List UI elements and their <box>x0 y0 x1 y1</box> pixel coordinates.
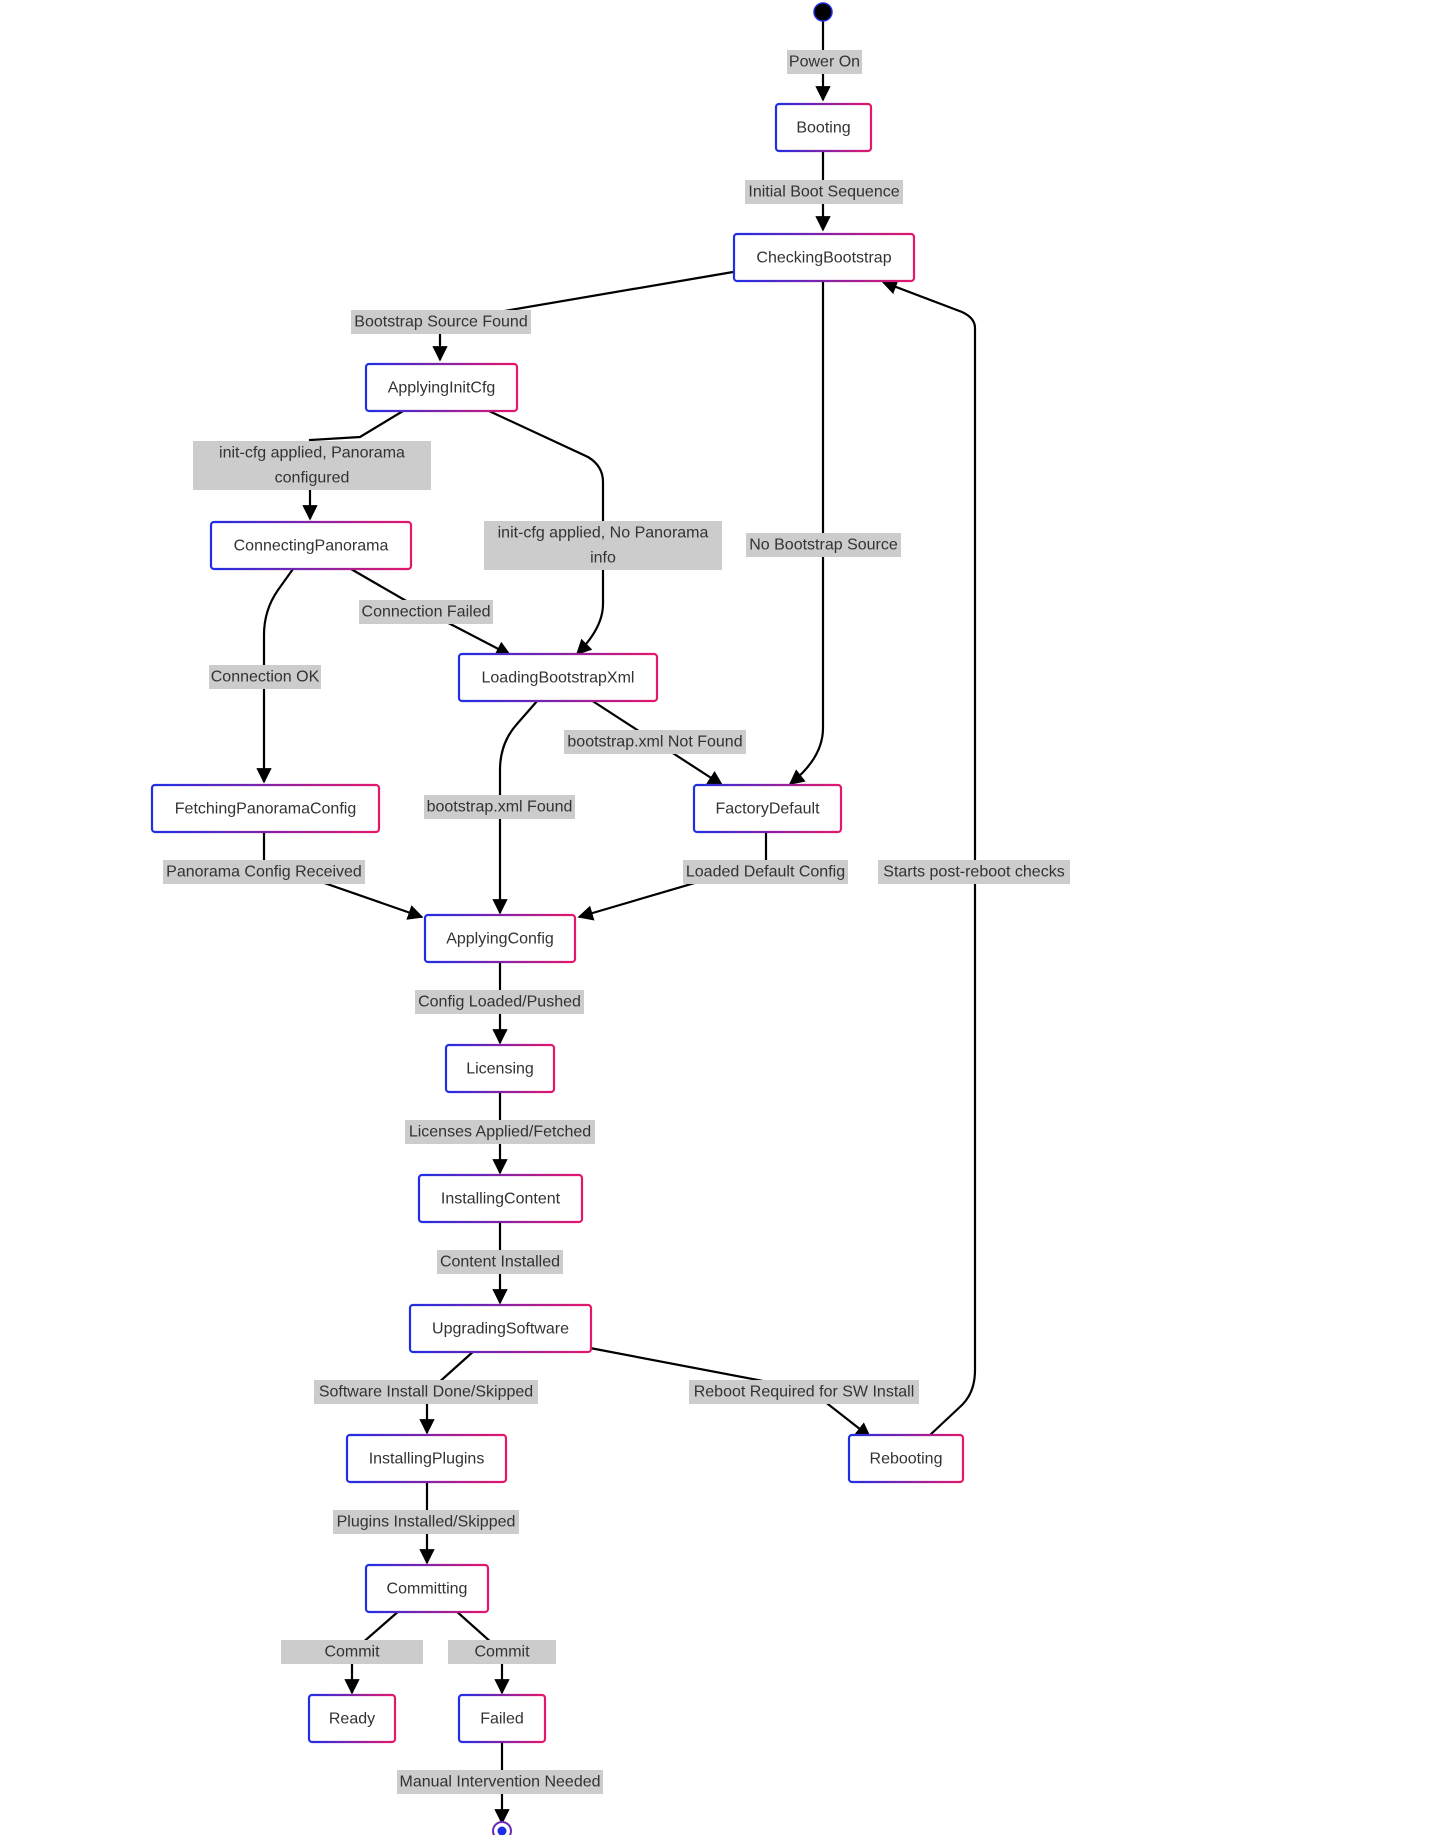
label-bootstrap-xml-not-found: bootstrap.xml Not Found <box>567 734 742 751</box>
label-bootstrap-xml-found: bootstrap.xml Found <box>427 799 573 816</box>
edge-loading-to-applying-config <box>492 699 539 915</box>
transition-label: Starts post-reboot checks <box>878 860 1070 884</box>
label-reboot-required-for-sw-install: Reboot Required for SW Install <box>694 1384 915 1401</box>
state-failed[interactable]: Failed <box>457 1693 547 1744</box>
edge-checking-to-factory-default <box>788 281 825 785</box>
state-label: ApplyingConfig <box>446 931 554 948</box>
state-loading-bootstrap-xml[interactable]: LoadingBootstrapXml <box>457 652 659 703</box>
transition-labels-layer: Power On Initial Boot Sequence Bootstrap… <box>163 50 1070 1794</box>
state-label: CheckingBootstrap <box>756 250 891 267</box>
state-label: InstallingContent <box>441 1191 561 1208</box>
state-label: ApplyingInitCfg <box>388 380 496 397</box>
label-plugins-installed-skipped: Plugins Installed/Skipped <box>337 1514 516 1531</box>
state-installing-content[interactable]: InstallingContent <box>417 1173 584 1224</box>
label-connection-failed: Connection Failed <box>362 604 491 621</box>
label-init-cfg-panorama-line1: init-cfg applied, Panorama <box>219 445 405 462</box>
state-rebooting[interactable]: Rebooting <box>847 1433 965 1484</box>
label-loaded-default-config: Loaded Default Config <box>686 864 845 881</box>
label-licenses-applied-fetched: Licenses Applied/Fetched <box>409 1124 591 1141</box>
transition-label: Config Loaded/Pushed <box>415 990 584 1014</box>
transition-label: Panorama Config Received <box>163 860 365 884</box>
state-checking-bootstrap[interactable]: CheckingBootstrap <box>732 232 916 283</box>
transition-label: bootstrap.xml Found <box>424 795 575 819</box>
transition-label: Initial Boot Sequence <box>745 180 903 204</box>
state-fetching-panorama-config[interactable]: FetchingPanoramaConfig <box>150 783 381 834</box>
transitions-layer <box>256 12 977 1825</box>
edge-rebooting-to-checking-bootstrap <box>881 279 977 1436</box>
state-connecting-panorama[interactable]: ConnectingPanorama <box>209 520 413 571</box>
transition-label: Connection Failed <box>359 600 493 624</box>
transition-label: Connection OK <box>209 665 321 689</box>
final-state-marker <box>492 1821 512 1835</box>
transition-label: Manual Intervention Needed <box>397 1770 603 1794</box>
transition-label: Plugins Installed/Skipped <box>333 1510 519 1534</box>
transition-label: Bootstrap Source Found <box>351 310 531 334</box>
state-factory-default[interactable]: FactoryDefault <box>692 783 843 834</box>
state-label: Booting <box>796 120 850 137</box>
edge-init-cfg-to-loading-bootstrap-xml <box>488 410 605 656</box>
label-starts-post-reboot-checks: Starts post-reboot checks <box>883 864 1064 881</box>
label-config-loaded-pushed: Config Loaded/Pushed <box>418 994 581 1011</box>
transition-label: Power On <box>787 50 862 74</box>
state-label: Committing <box>387 1581 468 1598</box>
label-panorama-config-received: Panorama Config Received <box>166 864 362 881</box>
label-bootstrap-source-found: Bootstrap Source Found <box>354 314 527 331</box>
label-commit-ok: Commit <box>324 1644 380 1661</box>
state-upgrading-software[interactable]: UpgradingSoftware <box>408 1303 593 1354</box>
state-installing-plugins[interactable]: InstallingPlugins <box>345 1433 508 1484</box>
transition-label: Commit <box>448 1640 556 1664</box>
state-applying-init-cfg[interactable]: ApplyingInitCfg <box>364 362 519 413</box>
transition-label: Licenses Applied/Fetched <box>405 1120 595 1144</box>
transition-label: Content Installed <box>437 1250 563 1274</box>
transition-label: Loaded Default Config <box>683 860 848 884</box>
state-label: FetchingPanoramaConfig <box>175 801 356 818</box>
label-software-install-done-skipped: Software Install Done/Skipped <box>319 1384 533 1401</box>
label-init-cfg-no-panorama-line1: init-cfg applied, No Panorama <box>498 525 709 542</box>
transition-label: No Bootstrap Source <box>746 533 901 557</box>
state-booting[interactable]: Booting <box>774 102 873 153</box>
label-init-cfg-no-panorama-line2: info <box>590 550 616 567</box>
label-no-bootstrap-source: No Bootstrap Source <box>749 537 898 554</box>
state-label: UpgradingSoftware <box>432 1321 569 1338</box>
state-label: Ready <box>329 1711 375 1728</box>
transition-label: Software Install Done/Skipped <box>314 1380 538 1404</box>
label-commit-fail: Commit <box>474 1644 530 1661</box>
state-label: FactoryDefault <box>715 801 820 818</box>
states-layer: Booting CheckingBootstrap ApplyingInitCf… <box>150 102 965 1744</box>
label-initial-boot-sequence: Initial Boot Sequence <box>748 184 899 201</box>
edge-connecting-to-fetching-panorama-config <box>256 568 294 784</box>
label-init-cfg-panorama-line2: configured <box>275 470 350 487</box>
state-licensing[interactable]: Licensing <box>444 1043 556 1094</box>
state-label: Rebooting <box>870 1451 943 1468</box>
initial-state-marker <box>813 2 833 22</box>
state-label: ConnectingPanorama <box>234 538 389 555</box>
state-label: Failed <box>480 1711 524 1728</box>
transition-label: init-cfg applied, Panorama configured <box>193 441 431 490</box>
state-ready[interactable]: Ready <box>307 1693 397 1744</box>
transition-label: Reboot Required for SW Install <box>689 1380 919 1404</box>
state-label: InstallingPlugins <box>369 1451 485 1468</box>
state-label: LoadingBootstrapXml <box>482 670 635 687</box>
transition-label: init-cfg applied, No Panorama info <box>484 521 722 570</box>
label-power-on: Power On <box>789 54 860 71</box>
label-connection-ok: Connection OK <box>211 669 320 686</box>
state-applying-config[interactable]: ApplyingConfig <box>423 913 577 964</box>
state-label: Licensing <box>466 1061 534 1078</box>
state-committing[interactable]: Committing <box>364 1563 490 1614</box>
label-manual-intervention-needed: Manual Intervention Needed <box>399 1774 600 1791</box>
label-content-installed: Content Installed <box>440 1254 560 1271</box>
transition-label: Commit <box>281 1640 423 1664</box>
transition-label: bootstrap.xml Not Found <box>564 730 746 754</box>
